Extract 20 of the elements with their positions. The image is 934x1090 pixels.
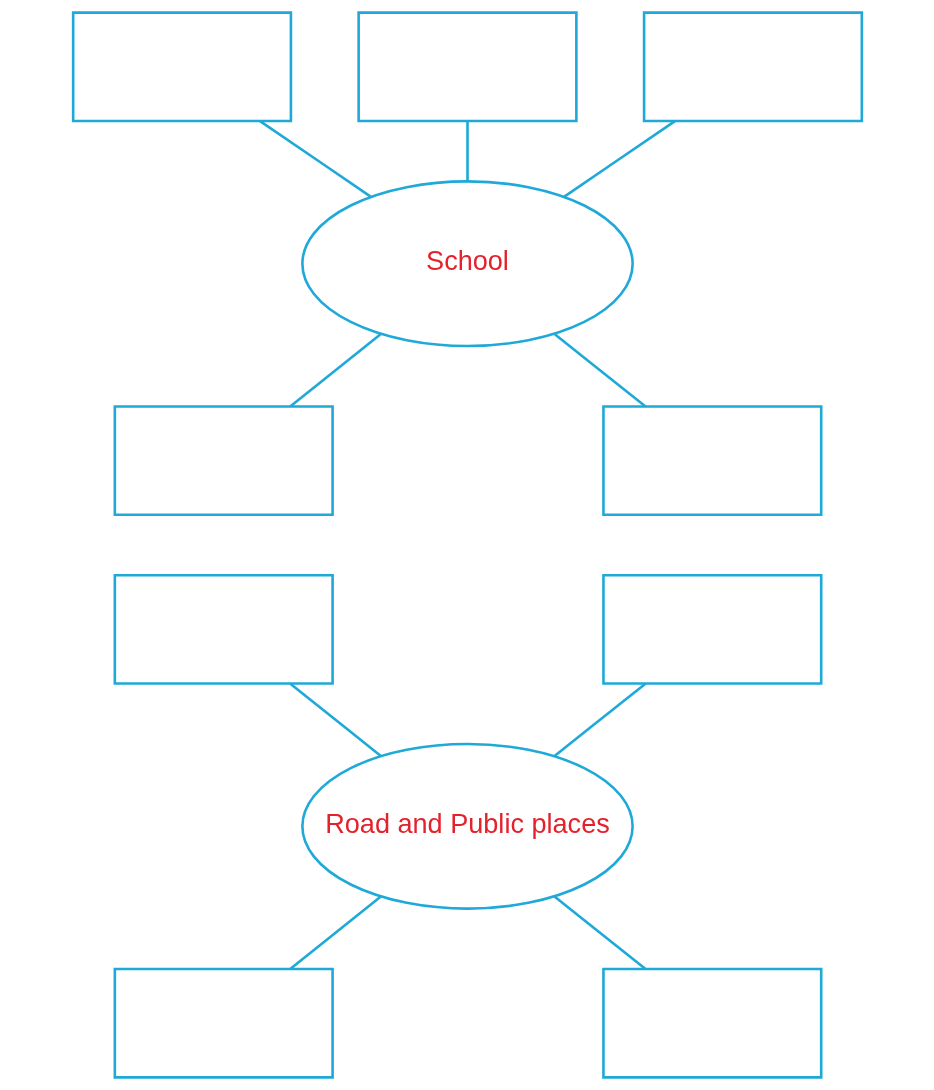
node-box: [601, 573, 822, 685]
connector: [553, 332, 646, 408]
node-box: [356, 11, 578, 123]
connector: [289, 332, 382, 408]
node-ellipse: School: [300, 180, 634, 348]
node-box: [113, 967, 334, 1079]
connector: [562, 120, 676, 198]
node-box: [113, 405, 334, 517]
node-ellipse: Road and Public places: [300, 742, 634, 910]
node-box: [601, 405, 822, 517]
connector: [553, 682, 646, 757]
connector: [289, 895, 382, 970]
node-box: [71, 11, 292, 123]
node-box: [601, 967, 822, 1079]
connector: [465, 121, 469, 182]
connector: [289, 682, 382, 757]
connector: [258, 120, 372, 198]
connector: [553, 895, 646, 970]
node-box: [113, 573, 334, 685]
node-box: [642, 11, 863, 123]
